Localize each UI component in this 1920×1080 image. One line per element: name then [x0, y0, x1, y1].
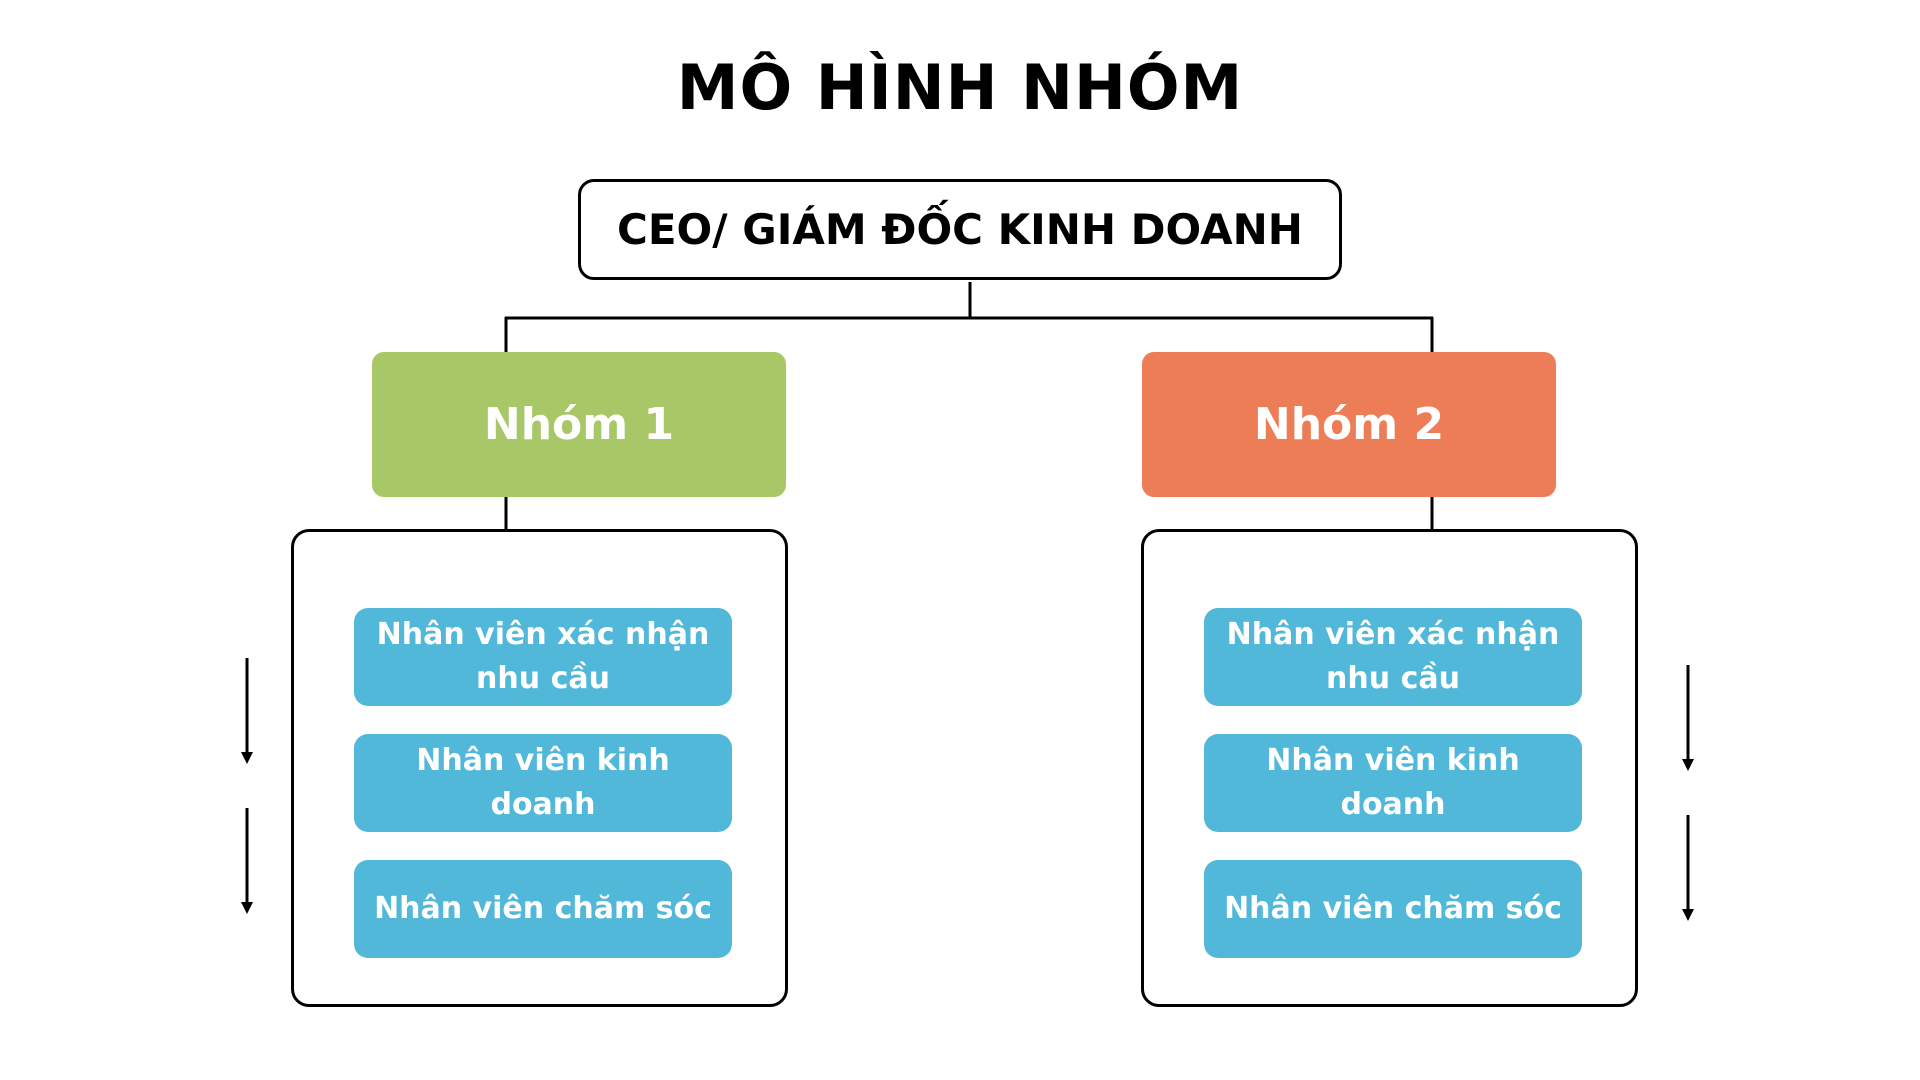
group2-header: Nhóm 2 — [1142, 352, 1556, 497]
group1-frame: Nhân viên xác nhận nhu cầu Nhân viên kin… — [291, 529, 788, 1007]
group2-role-list: Nhân viên xác nhận nhu cầu Nhân viên kin… — [1204, 608, 1582, 986]
ceo-box: CEO/ GIÁM ĐỐC KINH DOANH — [578, 179, 1342, 280]
group1-role-list: Nhân viên xác nhận nhu cầu Nhân viên kin… — [354, 608, 732, 986]
group2-label: Nhóm 2 — [1253, 399, 1445, 450]
ceo-label: CEO/ GIÁM ĐỐC KINH DOANH — [617, 205, 1303, 254]
group1-label: Nhóm 1 — [483, 399, 675, 450]
diagram-title: MÔ HÌNH NHÓM — [676, 51, 1244, 124]
group2-frame: Nhân viên xác nhận nhu cầu Nhân viên kin… — [1141, 529, 1638, 1007]
group1-header: Nhóm 1 — [372, 352, 786, 497]
group1-role-care: Nhân viên chăm sóc — [354, 860, 732, 958]
group2-role-sales: Nhân viên kinh doanh — [1204, 734, 1582, 832]
group1-role-needs-confirmation: Nhân viên xác nhận nhu cầu — [354, 608, 732, 706]
group2-role-care: Nhân viên chăm sóc — [1204, 860, 1582, 958]
group1-role-sales: Nhân viên kinh doanh — [354, 734, 732, 832]
group2-role-needs-confirmation: Nhân viên xác nhận nhu cầu — [1204, 608, 1582, 706]
